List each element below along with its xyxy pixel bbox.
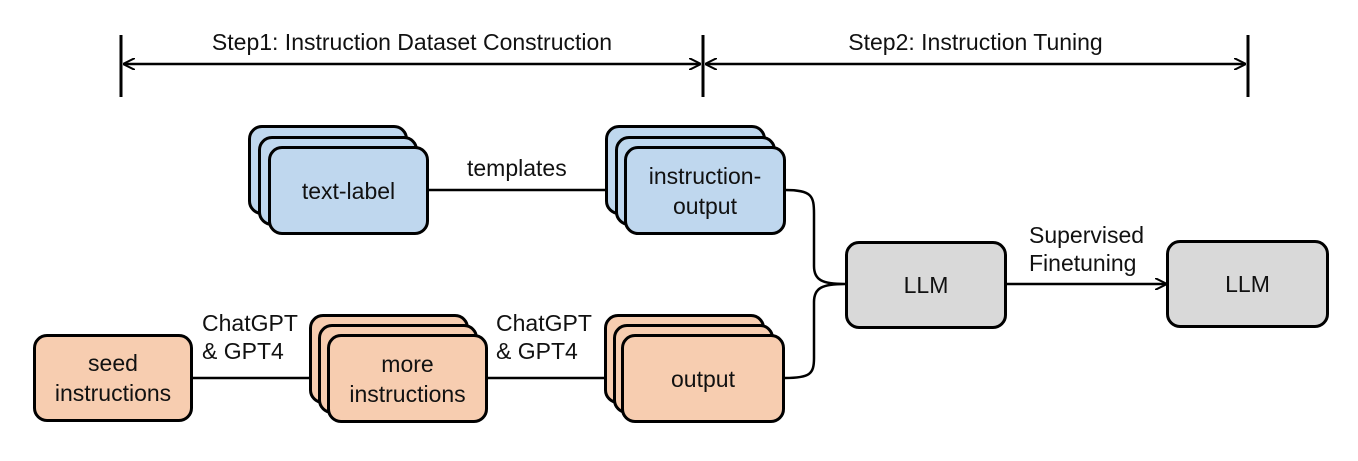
llm-base-label: LLM: [903, 272, 949, 298]
merge-brace: [784, 188, 846, 380]
seed-instructions-label: seed instructions: [54, 350, 172, 406]
llm-tuned-node: LLM: [1166, 240, 1329, 328]
output-node: output: [621, 334, 785, 423]
output-label: output: [671, 365, 735, 392]
chatgpt-edge-label-1: ChatGPT & GPT4: [202, 310, 298, 364]
seed-instructions-node: seed instructions: [33, 334, 193, 422]
llm-tuned-label: LLM: [1225, 271, 1270, 297]
supervised-finetuning-label: Supervised Finetuning: [1029, 222, 1145, 276]
chatgpt-edge-label-2: ChatGPT & GPT4: [496, 310, 592, 364]
more-instructions-label: more instructions: [349, 350, 466, 407]
instruction-output-label: instruction- output: [648, 162, 762, 219]
step1-header: Step1: Instruction Dataset Construction: [211, 29, 613, 55]
text-label-node: text-label: [268, 146, 429, 235]
llm-base-node: LLM: [845, 241, 1007, 329]
templates-edge-label: templates: [467, 155, 567, 181]
instruction-output-node: instruction- output: [624, 146, 786, 235]
text-label-label: text-label: [301, 177, 396, 204]
more-instructions-node: more instructions: [327, 334, 488, 423]
step2-header: Step2: Instruction Tuning: [848, 29, 1103, 55]
